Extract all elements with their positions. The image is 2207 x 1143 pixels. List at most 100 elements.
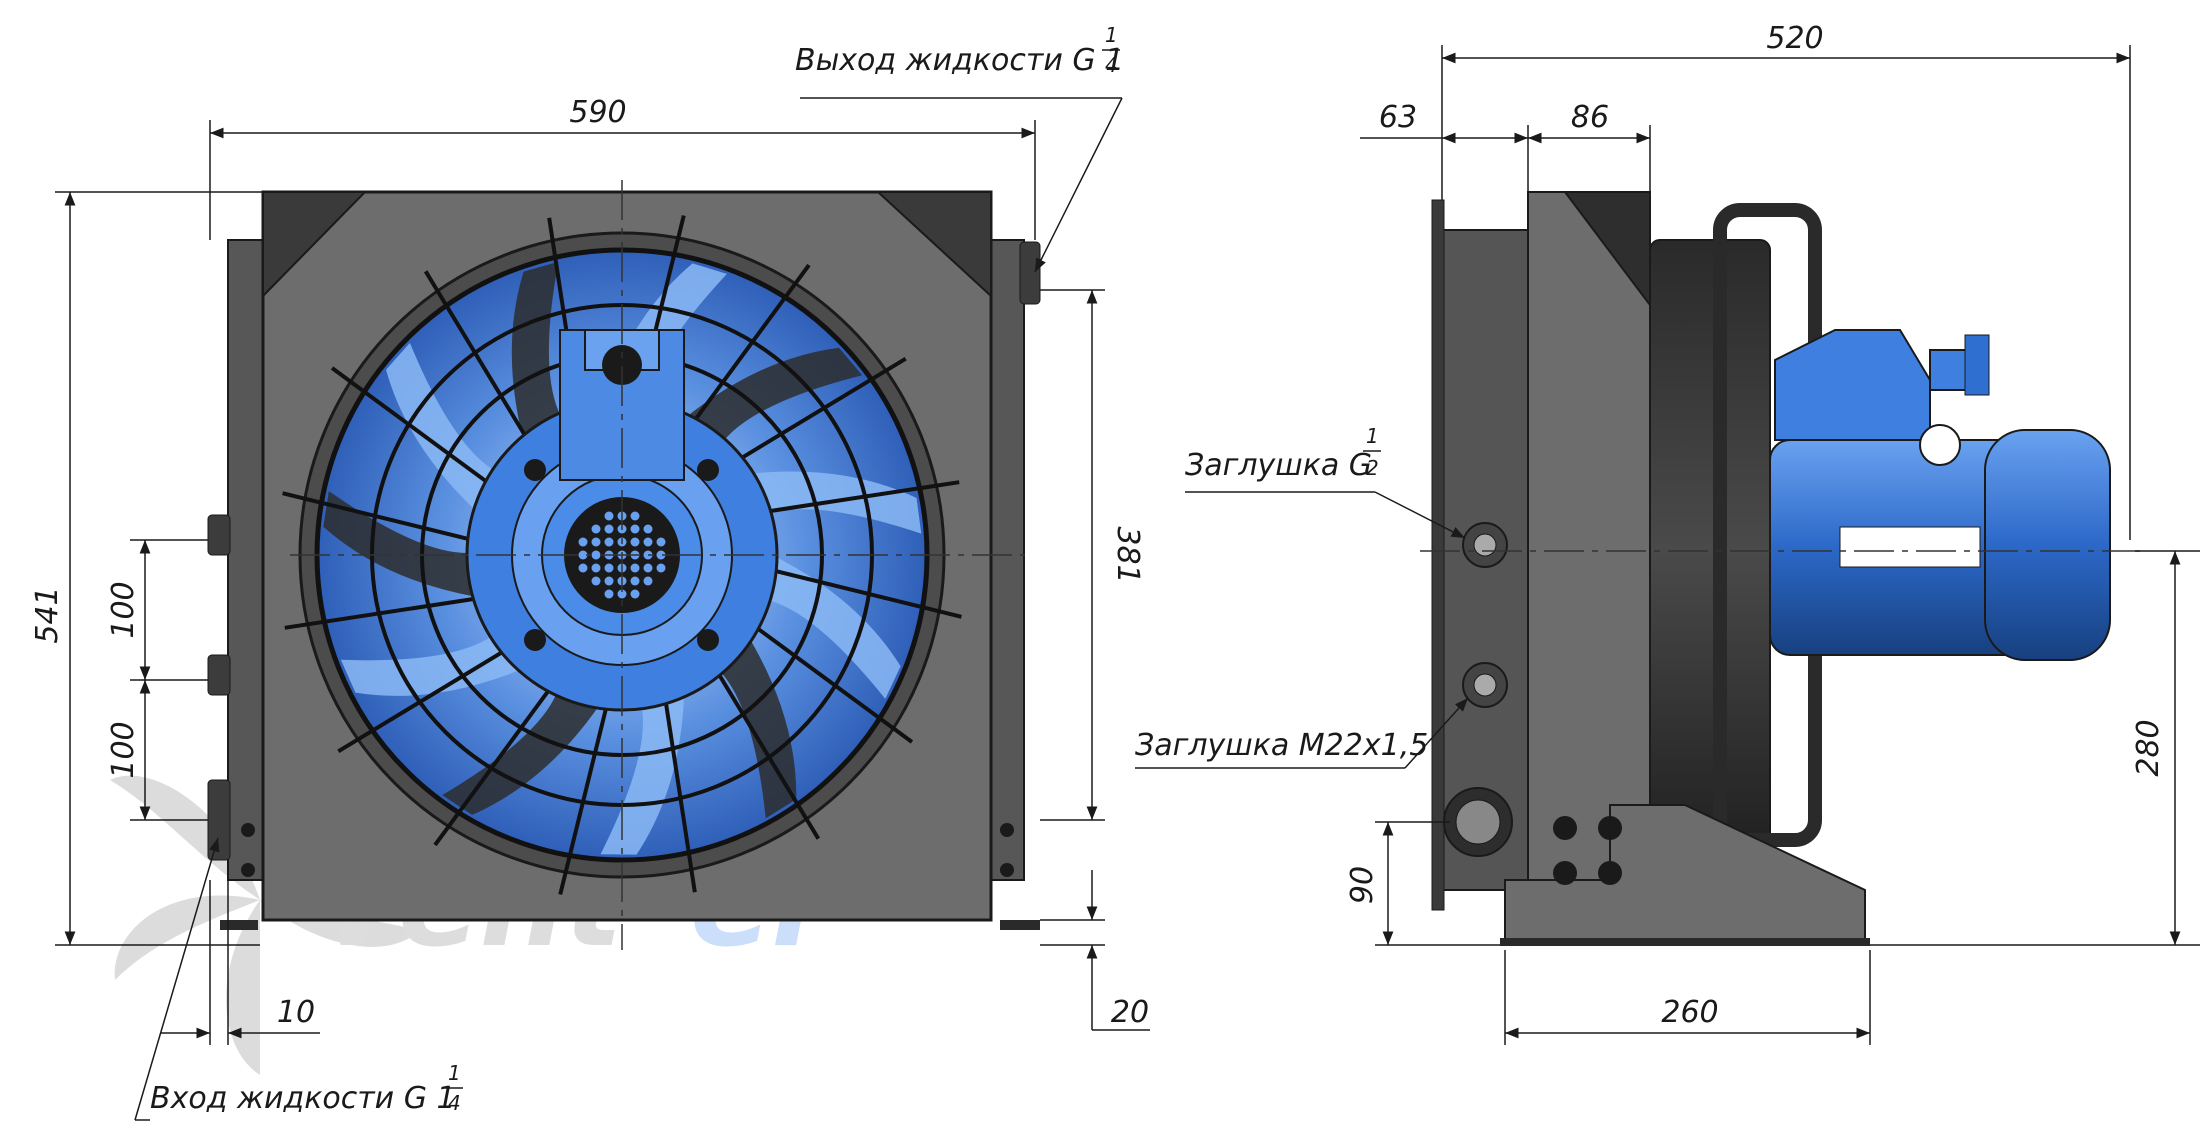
dim-541: 541 [30, 586, 65, 643]
dim-100-bottom: 100 [106, 721, 141, 778]
bolt [524, 459, 546, 481]
fan-blade [765, 555, 901, 699]
dim-280: 280 [2131, 719, 2166, 776]
vent-hole [604, 511, 614, 521]
base-plate [1500, 938, 1870, 946]
guard-spoke [337, 648, 507, 754]
plug-g-half-center [1473, 533, 1497, 557]
guard-spoke [433, 685, 553, 847]
right-rail [989, 239, 1025, 881]
front-port-2 [207, 654, 231, 696]
bolt [1000, 823, 1014, 837]
dim-520: 520 [1766, 21, 1823, 56]
vent-hole [591, 537, 601, 547]
bolt [241, 823, 255, 837]
vent-hole [578, 550, 588, 560]
vent-hole [578, 563, 588, 573]
vent-hole [604, 537, 614, 547]
vent-hole [630, 537, 640, 547]
vent-hole [591, 563, 601, 573]
fan-drum [1649, 239, 1771, 861]
plug-m22-callout-text: Заглушка M22x1,5 [1135, 728, 1428, 763]
guard-spoke [284, 596, 479, 630]
front-port-1 [207, 514, 231, 556]
outlet-callout-text: Выход жидкости G 1 [795, 43, 1124, 78]
fan-blade [684, 347, 863, 444]
guard-spoke [558, 703, 609, 895]
outlet-callout-denominator: 4 [1105, 53, 1118, 77]
vent-hole [630, 511, 640, 521]
inlet-callout-numerator: 1 [448, 1061, 461, 1085]
dim-86: 86 [1571, 100, 1609, 135]
vent-hole [617, 589, 627, 599]
guard-spoke [282, 491, 474, 542]
fan-blade [323, 491, 479, 598]
vent-hole [604, 524, 614, 534]
bolt [524, 629, 546, 651]
side-view [1420, 191, 2140, 946]
plug-half-denominator: 2 [1366, 456, 1379, 480]
vent-hole [591, 524, 601, 534]
vent-hole [630, 576, 640, 586]
motor-terminal-box [1774, 329, 1931, 441]
bolt [1553, 861, 1577, 885]
fan-blade [511, 261, 562, 442]
side-dimensions [1135, 45, 2200, 1045]
front-dimension-labels: 590 541 100 100 381 20 10 Выход жидкости… [30, 23, 1149, 1116]
vent-hole [604, 576, 614, 586]
plug-m22-center [1473, 673, 1497, 697]
vent-hole [656, 550, 666, 560]
guard-spoke [752, 624, 914, 744]
vent-hole [604, 589, 614, 599]
dim-63: 63 [1379, 100, 1417, 135]
side-radiator-flange [1431, 199, 1445, 911]
guard-spoke [423, 270, 529, 440]
front-outlet-port [1019, 241, 1041, 305]
vent-hole [591, 550, 601, 560]
motor-lifting-eye [1919, 424, 1961, 466]
guard-spoke [770, 568, 962, 619]
dim-260: 260 [1661, 995, 1718, 1030]
outlet-callout-numerator: 1 [1105, 23, 1118, 47]
guard-spoke [715, 670, 821, 840]
vent-hole [656, 537, 666, 547]
dim-20: 20 [1111, 995, 1149, 1030]
bolt [1553, 816, 1577, 840]
vent-hole [630, 524, 640, 534]
guard-spoke [765, 480, 960, 514]
vent-hole [643, 524, 653, 534]
bolt [697, 459, 719, 481]
cable-gland [602, 345, 642, 385]
plug-half-callout-text: Заглушка G [1185, 448, 1372, 483]
vent-hole [578, 537, 588, 547]
guard-spoke [691, 263, 811, 425]
dim-381: 381 [1110, 526, 1145, 583]
bolt [241, 863, 255, 877]
bolt [1000, 863, 1014, 877]
fan-blade [340, 634, 524, 696]
dim-10: 10 [277, 995, 315, 1030]
vent-hole [643, 576, 653, 586]
gusset-top-right [875, 191, 992, 299]
side-outlet-port-inner [1455, 799, 1501, 845]
bolt [1598, 816, 1622, 840]
front-dimensions [55, 97, 1150, 1121]
vent-hole [630, 589, 640, 599]
foot-left [220, 920, 258, 930]
bolt [697, 629, 719, 651]
dim-90: 90 [1345, 866, 1380, 904]
motor-gland-nut [1964, 334, 1990, 396]
vent-hole [656, 563, 666, 573]
vent-hole [591, 576, 601, 586]
left-rail [227, 239, 265, 881]
inlet-callout-denominator: 4 [448, 1091, 461, 1115]
base-bracket [1504, 804, 1866, 941]
side-dimension-labels: 520 63 86 280 260 90 Заглушка G 1 2 Загл… [1135, 21, 2166, 1030]
dim-100-top: 100 [106, 581, 141, 638]
dim-590: 590 [569, 95, 626, 130]
motor-nameplate [1839, 526, 1981, 568]
motor-end-cap [1984, 429, 2111, 661]
bolt [1598, 861, 1622, 885]
front-view [207, 180, 1041, 950]
